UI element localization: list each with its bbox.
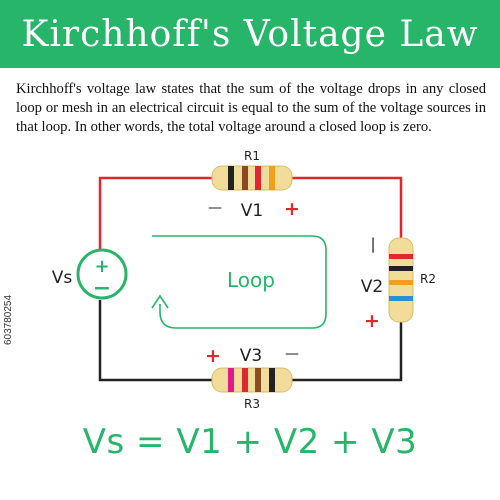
circuit-diagram: + − Vs R1 — V1 + | V2 R2 + + V3 — R3 Loo… [52,149,436,411]
r3-band-2 [242,368,248,392]
voltage-source: + − [76,248,128,301]
r1-minus-sign: — [208,200,222,216]
resistor-r3 [211,367,293,393]
loop-label: Loop [227,268,275,292]
top-wire-left [98,176,212,250]
r2-band-3 [389,280,413,285]
r2-plus-sign: + [364,310,380,332]
loop-arrow-path [152,235,327,329]
r2-band-1 [389,254,413,259]
v3-label: V3 [240,346,262,366]
v2-label: V2 [361,277,383,297]
r3-body [211,367,293,393]
loop-arrowhead [151,294,169,309]
r3-minus-sign: — [285,346,299,362]
description-paragraph: Kirchhoff's voltage law states that the … [16,81,486,135]
r3-band-3 [255,368,261,392]
r1-band-4 [269,166,275,190]
r3-plus-sign: + [205,345,221,367]
r1-band-2 [242,166,248,190]
source-label: Vs [52,268,73,288]
r3-band-4 [269,368,275,392]
page-title: Kirchhoff's Voltage Law [21,13,479,55]
top-wire-right [292,176,403,238]
r1-band-1 [228,166,234,190]
r3-label: R3 [244,397,260,411]
source-plus-sign: + [94,256,109,277]
r2-band-4 [389,296,413,301]
r2-label: R2 [420,272,436,286]
resistor-r2 [388,237,414,323]
r1-label: R1 [244,149,260,163]
bottom-wire-left [98,300,212,382]
r2-band-2 [389,266,413,271]
source-minus-sign: − [93,276,111,301]
resistor-r1 [211,165,293,191]
v1-label: V1 [241,201,263,221]
title-bar: Kirchhoff's Voltage Law [0,0,500,68]
right-wire-bottom [292,322,403,382]
r1-plus-sign: + [284,198,300,220]
r1-body [211,165,293,191]
r2-minus-sign: | [370,235,375,253]
source-circle [76,248,128,300]
r3-band-1 [228,368,234,392]
side-stamp: 603780254 [3,294,14,345]
kvl-formula: Vs = V1 + V2 + V3 [82,422,418,462]
r1-band-3 [255,166,261,190]
